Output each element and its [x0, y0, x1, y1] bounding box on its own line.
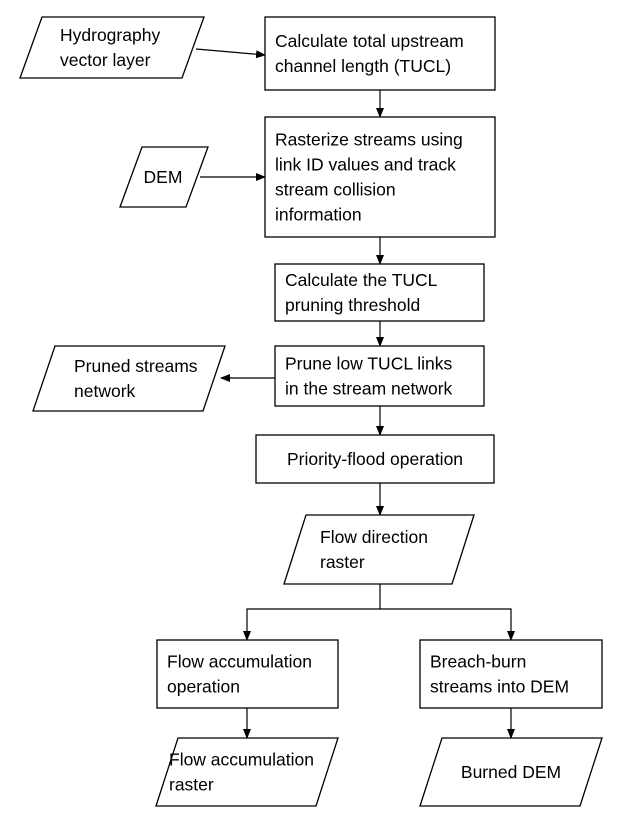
- node-label-line: vector layer: [60, 50, 151, 70]
- node-label-line: pruning threshold: [285, 295, 420, 315]
- process-box: [255, 434, 495, 484]
- node-label-line: channel length (TUCL): [275, 56, 451, 76]
- process-box: [156, 639, 339, 709]
- data-parallelogram: [19, 16, 205, 79]
- arrow-flowdir-to-breach: [380, 608, 515, 641]
- node-label-line: Flow direction: [320, 527, 428, 547]
- process-box: [274, 263, 485, 322]
- nodes-layer: Hydrography vector layer Calculate total u…: [19, 16, 603, 807]
- node-label-line: Pruned streams: [74, 356, 198, 376]
- edges-layer: [195, 48, 515, 739]
- process-box: [419, 639, 603, 709]
- arrow-flowdir-to-flowacc-op: [243, 584, 381, 641]
- node-tucl-calc: Calculate total upstream channel length (…: [264, 16, 496, 91]
- node-label-line: in the stream network: [285, 379, 453, 399]
- process-box: [264, 116, 496, 238]
- data-parallelogram: [119, 146, 209, 208]
- node-label-line: streams into DEM: [430, 677, 569, 697]
- node-label-line: link ID values and track: [275, 155, 456, 175]
- data-parallelogram: [419, 737, 603, 807]
- node-hydrography: Hydrography vector layer: [19, 16, 205, 79]
- node-label-line: Hydrography: [60, 25, 160, 45]
- node-priority: Priority-flood operation: [255, 434, 495, 484]
- node-dem: DEM: [119, 146, 209, 208]
- node-label-line: Priority-flood operation: [287, 449, 463, 469]
- node-breach: Breach-burn streams into DEM: [419, 639, 603, 709]
- node-label-line: stream collision: [275, 180, 396, 200]
- node-flowacc-raster: Flow accumulation raster: [155, 737, 339, 807]
- node-label-line: information: [275, 205, 362, 225]
- node-threshold: Calculate the TUCL pruning threshold: [274, 263, 485, 322]
- node-rasterize: Rasterize streams using link ID values an…: [264, 116, 496, 238]
- node-flowdir: Flow direction raster: [283, 514, 475, 585]
- node-prune: Prune low TUCL links in the stream networ…: [274, 345, 485, 407]
- node-label-line: raster: [169, 775, 214, 795]
- node-label-line: Flow accumulation: [169, 750, 314, 770]
- node-label-line: Prune low TUCL links: [285, 354, 453, 374]
- node-label-line: Breach-burn: [430, 652, 526, 672]
- node-label-line: Calculate the TUCL: [285, 270, 438, 290]
- node-label-line: raster: [320, 552, 365, 572]
- node-flowacc-op: Flow accumulation operation: [156, 639, 339, 709]
- node-pruned: Pruned streams network: [32, 345, 226, 412]
- node-label-line: Burned DEM: [461, 762, 561, 782]
- node-label-line: Calculate total upstream: [275, 31, 464, 51]
- node-label-line: Flow accumulation: [167, 652, 312, 672]
- node-label-line: DEM: [144, 167, 183, 187]
- node-burned: Burned DEM: [419, 737, 603, 807]
- process-box: [274, 345, 485, 407]
- node-label-line: operation: [167, 677, 240, 697]
- data-parallelogram: [283, 514, 475, 585]
- node-label-line: Rasterize streams using: [275, 130, 463, 150]
- node-label-line: network: [74, 381, 136, 401]
- data-parallelogram: [32, 345, 226, 412]
- arrow-hydrography-to-tucl-calc: [195, 48, 266, 59]
- process-box: [264, 16, 496, 91]
- data-parallelogram: [155, 737, 339, 807]
